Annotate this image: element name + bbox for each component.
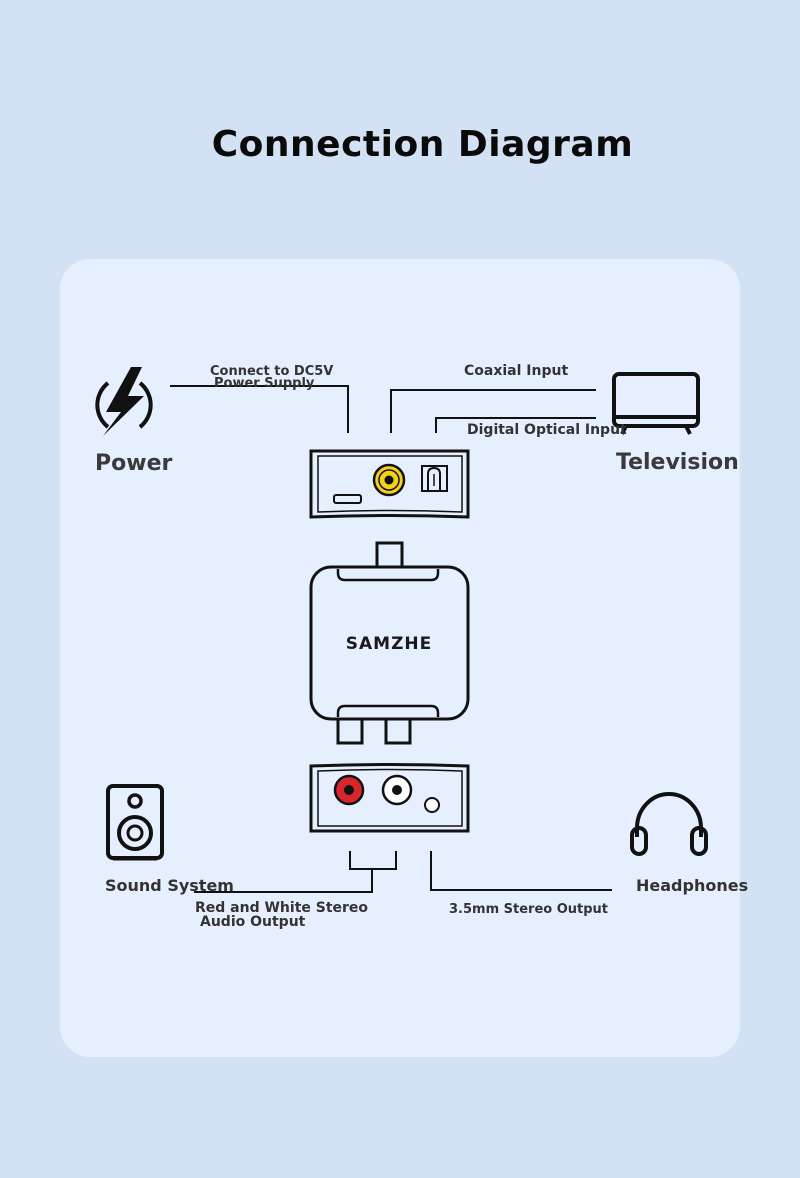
stereo-35mm-jack — [424, 797, 440, 813]
output-panel — [309, 763, 470, 833]
television-label: Television — [616, 450, 739, 475]
connector-lines — [170, 385, 612, 893]
coaxial-jack — [372, 463, 406, 497]
speaker-icon — [106, 784, 164, 861]
dc-power-label-line2: Power Supply — [214, 376, 315, 391]
rca-white-jack — [381, 774, 413, 806]
sound-system-label: Sound System — [105, 876, 234, 895]
converter-body — [309, 541, 470, 745]
headphones-label: Headphones — [636, 876, 749, 895]
rca-output-label-line2: Audio Output — [200, 914, 306, 930]
device-brand: SAMZHE — [345, 634, 433, 654]
input-panel — [309, 449, 470, 519]
lightning-icon — [95, 367, 153, 436]
rca-red-jack — [333, 774, 365, 806]
coaxial-input-label: Coaxial Input — [464, 363, 569, 379]
rca-output-label-line1: Red and White Stereo — [195, 900, 369, 916]
optical-port — [421, 465, 448, 492]
power-label: Power — [95, 451, 173, 476]
stereo-35mm-label: 3.5mm Stereo Output — [449, 902, 609, 917]
diagram-title: Connection Diagram — [211, 124, 634, 165]
headphones-icon — [630, 792, 708, 856]
dc-power-label-line1: Connect to DC5V — [210, 364, 334, 379]
optical-input-label: Digital Optical Input — [467, 422, 627, 438]
dc-port — [333, 494, 362, 504]
television-icon — [612, 372, 700, 435]
